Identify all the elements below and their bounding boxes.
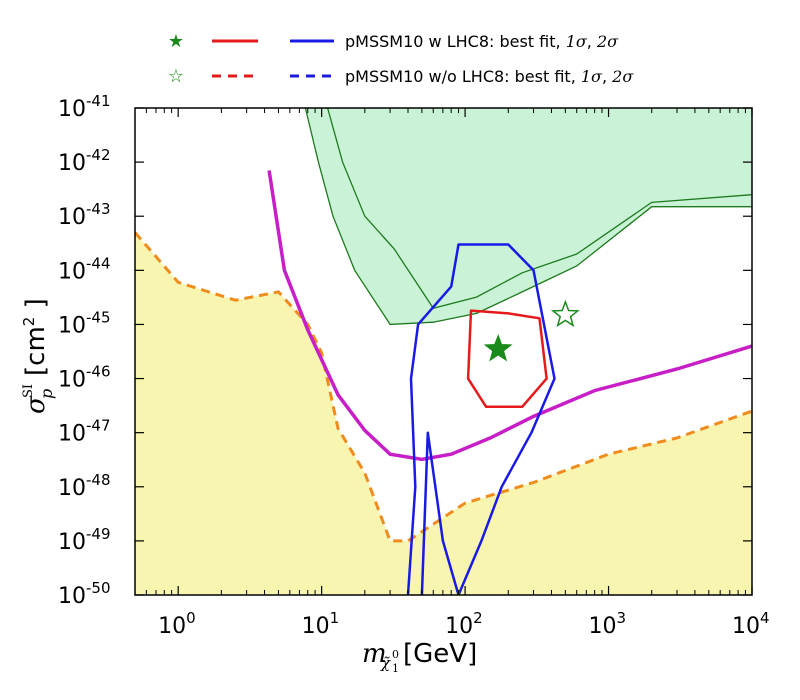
legend: ★ pMSSM10 w LHC8: best fit, 1σ, 2σ ☆ pMS…: [168, 31, 634, 87]
y-tick-label: 10-50: [58, 579, 111, 609]
axes: 100 101 102 103 104 10-50 10-49 10-48 10-47 10-46…: [58, 92, 770, 639]
y-axis-symbol: σ: [21, 395, 51, 414]
best-fit-w-lhc8-star: [483, 333, 513, 362]
y-axis-superscript: SI: [21, 384, 36, 398]
legend-row1: pMSSM10 w LHC8: best fit, 1σ, 2σ: [345, 32, 619, 51]
plot-frame: [134, 107, 753, 596]
lz-projection-line: [267, 170, 752, 462]
y-axis-title: σ p SI [cm2 ]: [20, 298, 56, 414]
y-axis-unit: [cm2 ]: [20, 298, 51, 376]
y-axis-subscript: p: [37, 389, 56, 399]
x-axis-title: m χ̃ 1 0 [GeV]: [362, 639, 477, 675]
y-tick-label: 10-41: [58, 92, 111, 122]
x-tick-label: 102: [445, 609, 483, 639]
y-tick-label: 10-48: [58, 471, 111, 501]
neutrino-floor-region: [135, 232, 752, 595]
neutrino-floor-line: [135, 231, 752, 543]
y-tick-label: 10-47: [58, 417, 111, 447]
excluded-lower-edge: [304, 108, 752, 326]
plot-area: [135, 108, 752, 595]
y-tick-label: 10-49: [58, 525, 111, 555]
x-tick-label: 104: [732, 609, 770, 639]
x-axis-subscript-index: 1: [392, 662, 399, 675]
y-tick-label: 10-45: [58, 308, 111, 338]
contour-1sigma-w-lhc8: [466, 309, 548, 409]
x-axis-symbol: m: [362, 639, 387, 669]
x-tick-label: 101: [302, 609, 340, 639]
x-axis-subscript-charge: 0: [392, 648, 399, 661]
x-axis-subscript: χ̃: [380, 654, 391, 672]
best-fit-wo-lhc8-star: [550, 299, 580, 328]
legend-best-fit-filled-star: ★: [168, 31, 184, 52]
x-tick-label: 100: [158, 609, 196, 639]
excluded-region: [305, 108, 752, 325]
legend-best-fit-open-star: ☆: [168, 66, 184, 87]
x-tick-label: 103: [589, 609, 627, 639]
y-tick-label: 10-43: [58, 200, 111, 230]
y-tick-label: 10-42: [58, 146, 111, 176]
x-axis-unit: [GeV]: [403, 639, 477, 669]
excluded-upper-edge: [326, 108, 752, 309]
legend-row2: pMSSM10 w/o LHC8: best fit, 1σ, 2σ: [345, 67, 634, 86]
y-tick-label: 10-44: [58, 254, 111, 284]
contour-2sigma-w-lhc8: [406, 243, 556, 595]
y-tick-label: 10-46: [58, 363, 111, 393]
